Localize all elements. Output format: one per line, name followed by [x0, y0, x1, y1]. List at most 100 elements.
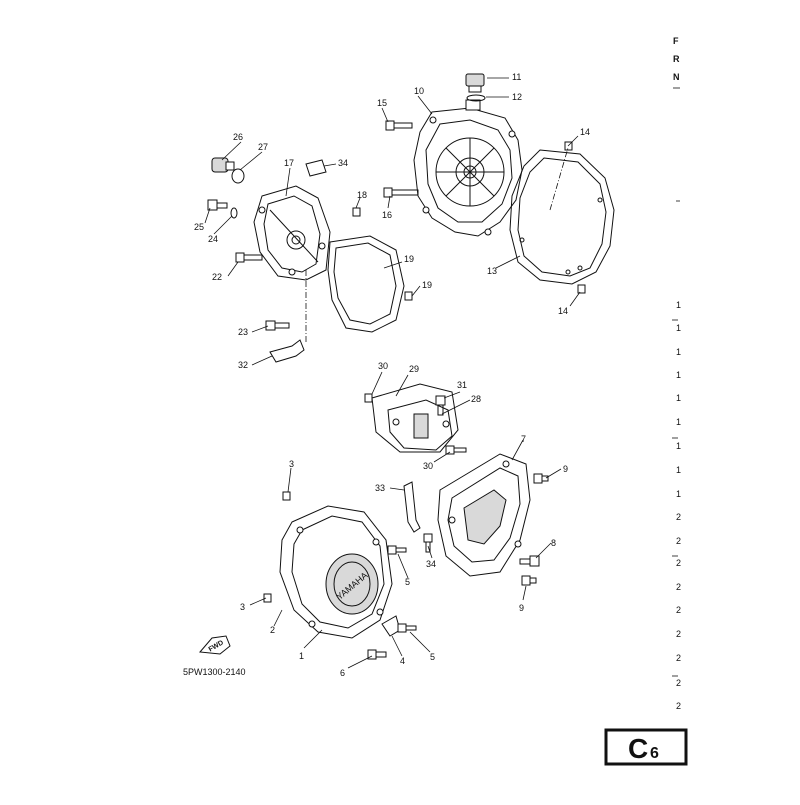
callout-6: 6	[340, 668, 345, 678]
bolt-30	[435, 395, 446, 416]
callout-8: 8	[551, 538, 556, 548]
forward-arrow-icon	[198, 635, 231, 655]
bolt-15	[385, 120, 413, 131]
bolt-6	[367, 649, 387, 660]
callout-16: 16	[382, 210, 392, 220]
callout-9-a: 9	[563, 464, 568, 474]
bolt-23	[207, 199, 228, 211]
bracket-31	[269, 339, 305, 363]
bolt-16	[383, 187, 419, 198]
callout-5-b: 5	[430, 652, 435, 662]
callout-11: 11	[512, 72, 521, 82]
callout-19-b: 19	[422, 280, 432, 290]
generator-cover	[279, 505, 393, 639]
callout-2: 2	[270, 625, 275, 635]
pump-gasket	[327, 235, 405, 333]
callout-28: 30	[378, 361, 388, 371]
margin-digit: 1	[676, 300, 681, 310]
bolt-9-a	[533, 473, 549, 484]
callout-1: 1	[299, 651, 304, 661]
clutch-gasket	[509, 149, 615, 285]
bolt-8	[519, 555, 540, 567]
callout-15: 15	[377, 98, 387, 108]
callout-33: 34	[426, 559, 436, 569]
callout-5-a: 5	[405, 577, 410, 587]
margin-digit: 2	[676, 582, 681, 592]
margin-digit: 1	[676, 370, 681, 380]
right-margin-column: F R N 1 1 1 1 1 1 1 1 1 2 2 2 2 2 2 2 2 …	[672, 36, 681, 711]
drain-plug-24	[211, 157, 235, 173]
margin-header-r: R	[673, 54, 680, 64]
page-code-number: 6	[650, 745, 659, 762]
margin-digit: 1	[676, 323, 681, 333]
callout-21: 23	[238, 327, 248, 337]
bolt-5-b	[397, 623, 417, 633]
callout-17: 17	[284, 158, 294, 168]
bolt-33	[423, 533, 433, 553]
clutch-cover	[413, 99, 523, 237]
callout-12: 12	[512, 92, 522, 102]
margin-digit: 1	[676, 441, 681, 451]
dowel-pin-28	[364, 393, 373, 403]
bolt-20	[235, 252, 263, 263]
margin-digit: 1	[676, 417, 681, 427]
diagram-part-number: 5PW1300-2140	[183, 667, 246, 677]
margin-header-f: F	[673, 36, 679, 46]
oil-filler-cap	[465, 73, 486, 102]
dowel-pin-14-b	[577, 284, 586, 294]
bracket-4	[381, 615, 401, 637]
margin-header-n: N	[673, 72, 680, 82]
leader-lines	[204, 77, 581, 669]
center-line	[549, 147, 569, 211]
dowel-pin-3-a	[282, 491, 291, 501]
dowel-pin-19-a	[352, 207, 361, 217]
bolt-21	[265, 320, 290, 331]
clamp-32	[403, 481, 421, 533]
callout-26: 28	[471, 394, 481, 404]
dowel-pin-19-b	[404, 291, 413, 301]
margin-digit: 2	[676, 605, 681, 615]
callout-18: 19	[404, 254, 414, 264]
callout-23: 25	[194, 222, 204, 232]
crank-cover-small	[371, 383, 459, 453]
margin-digit: 1	[676, 393, 681, 403]
pump-cover	[253, 185, 331, 281]
margin-digit: 2	[676, 536, 681, 546]
callout-4: 4	[400, 656, 405, 666]
callout-10: 10	[414, 86, 424, 96]
bolt-29	[445, 445, 467, 455]
callout-labels: 11 12 10 15 16 14 14 13 26 27 17 34 25 2…	[194, 72, 590, 678]
callout-29: 30	[423, 461, 433, 471]
bolt-9-b	[521, 575, 537, 586]
callout-9-b: 9	[519, 603, 524, 613]
page-code-box: C 6	[604, 728, 688, 766]
callout-3-a: 3	[289, 459, 294, 469]
callout-32: 33	[375, 483, 385, 493]
washer-22	[230, 207, 238, 219]
o-ring-25	[231, 168, 245, 184]
callout-30: 31	[457, 380, 467, 390]
callout-3-b: 3	[240, 602, 245, 612]
bolt-5-a	[387, 545, 407, 555]
callout-20: 22	[212, 272, 222, 282]
margin-digit: 2	[676, 678, 681, 688]
callout-13: 13	[487, 266, 497, 276]
margin-digit: 2	[676, 512, 681, 522]
margin-digit: 1	[676, 465, 681, 475]
callout-14-a: 14	[580, 127, 590, 137]
callout-19-a: 18	[357, 190, 367, 200]
callout-24: 26	[233, 132, 243, 142]
margin-digit: 2	[676, 629, 681, 639]
callout-25: 27	[258, 142, 268, 152]
callout-34: 34	[338, 158, 348, 168]
callout-31: 32	[238, 360, 248, 370]
margin-digit: 2	[676, 653, 681, 663]
margin-digit: 1	[676, 489, 681, 499]
page-code-letter: C	[628, 733, 648, 764]
margin-digit: 2	[676, 701, 681, 711]
margin-digit: 1	[676, 347, 681, 357]
label-34	[305, 159, 327, 177]
dowel-pin-3-b	[263, 593, 272, 603]
